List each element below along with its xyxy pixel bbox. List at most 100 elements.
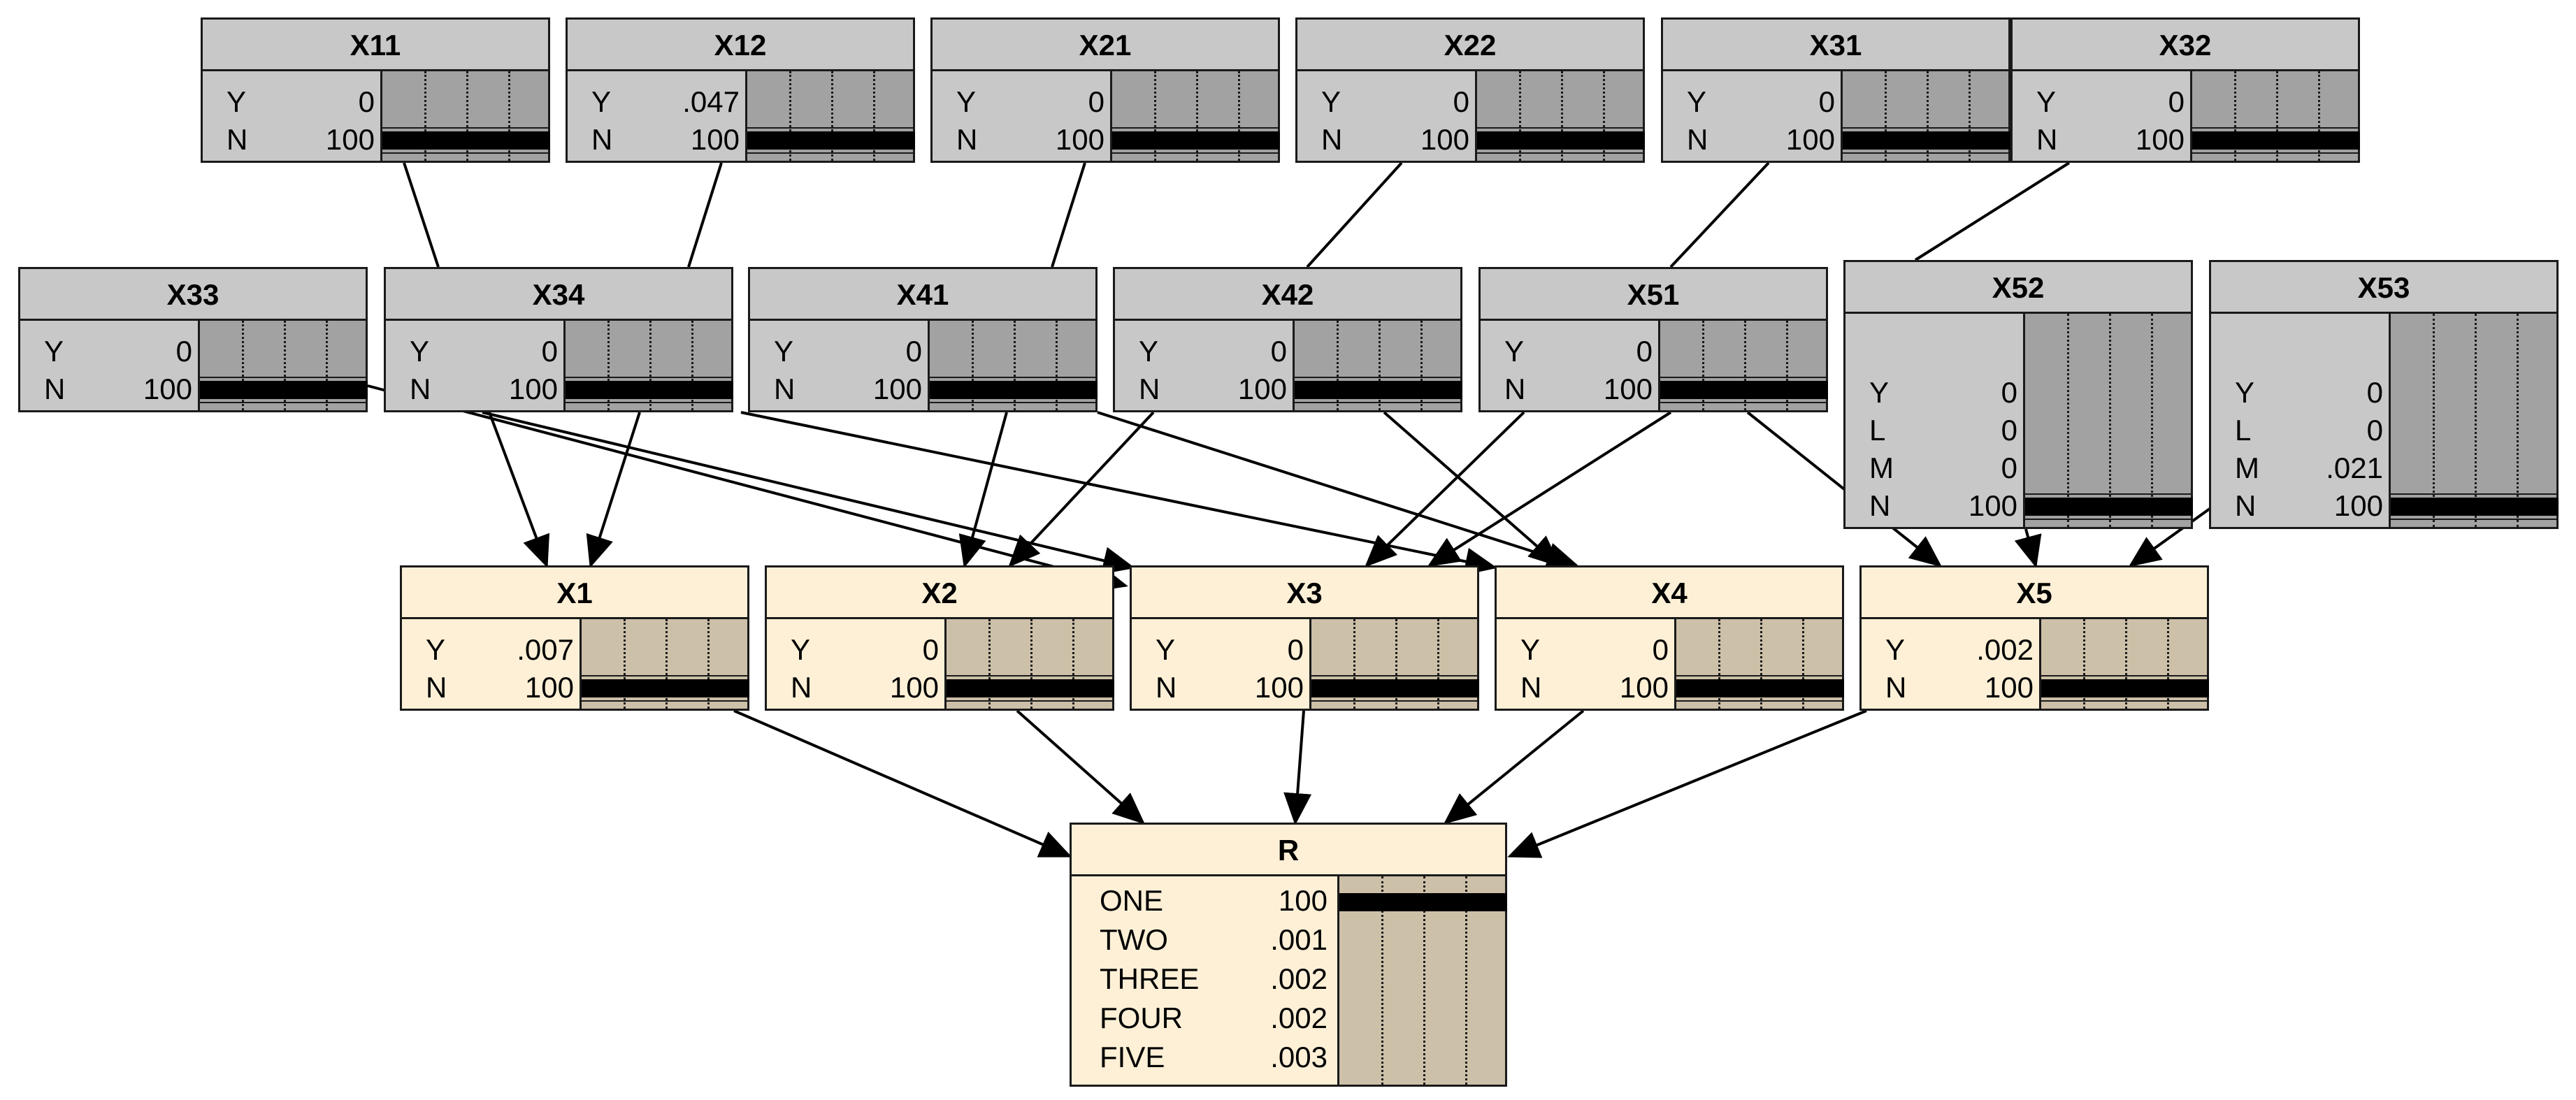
belief-bars bbox=[2039, 619, 2209, 709]
belief-bar-frame bbox=[1311, 675, 1477, 702]
state-label: Y bbox=[2036, 85, 2057, 118]
belief-bars bbox=[563, 321, 733, 410]
belief-bars bbox=[2190, 71, 2360, 161]
state-value: 100 bbox=[1254, 671, 1304, 704]
grid-tick bbox=[2517, 314, 2519, 527]
edge-arrow bbox=[482, 411, 1135, 574]
state-label: N bbox=[1869, 489, 1891, 522]
state-label: Y bbox=[2235, 376, 2255, 409]
grid-tick bbox=[1760, 619, 1762, 709]
state-label: FIVE bbox=[1100, 1041, 1165, 1073]
state-label: Y bbox=[226, 85, 247, 118]
state-value: 100 bbox=[889, 671, 939, 704]
node-title: X41 bbox=[750, 269, 1095, 321]
state-label: Y bbox=[1687, 85, 1707, 118]
grid-tick bbox=[1603, 71, 1605, 161]
state-label: Y bbox=[1885, 633, 1906, 666]
grid-tick bbox=[2125, 619, 2127, 709]
belief-bars bbox=[1841, 71, 2010, 161]
state-label: ONE bbox=[1100, 884, 1164, 917]
state-value: 0 bbox=[1636, 335, 1653, 368]
belief-bar bbox=[2192, 131, 2360, 150]
state-value: .002 bbox=[1270, 1001, 1327, 1034]
edge-arrow bbox=[367, 384, 1128, 592]
grid-tick bbox=[1238, 71, 1240, 161]
state-value: 100 bbox=[524, 671, 574, 704]
state-label: TWO bbox=[1100, 923, 1168, 956]
grid-tick bbox=[284, 321, 286, 410]
grid-tick bbox=[831, 71, 833, 161]
node-title: X42 bbox=[1115, 269, 1460, 321]
grid-tick bbox=[1395, 619, 1397, 709]
state-value: 0 bbox=[2366, 376, 2383, 409]
state-label: Y bbox=[1139, 335, 1159, 368]
belief-bar-frame bbox=[1843, 127, 2008, 154]
grid-tick bbox=[1030, 619, 1032, 709]
state-label: N bbox=[410, 372, 431, 405]
grid-tick bbox=[2318, 71, 2320, 161]
grid-tick bbox=[1154, 71, 1156, 161]
belief-bar-frame bbox=[2025, 493, 2191, 520]
node-title: X12 bbox=[568, 20, 913, 71]
state-row: N 100 bbox=[2211, 487, 2393, 525]
state-value: 0 bbox=[2001, 451, 2017, 484]
node-title: X51 bbox=[1481, 269, 1826, 321]
belief-bar bbox=[200, 381, 368, 399]
belief-bars bbox=[1658, 321, 1828, 410]
edge-line bbox=[1914, 161, 2071, 261]
state-label: N bbox=[1687, 123, 1708, 156]
grid-tick bbox=[1969, 71, 1971, 161]
state-label: Y bbox=[591, 85, 612, 118]
state-label: N bbox=[1139, 372, 1160, 405]
state-row: Y.007 bbox=[402, 631, 584, 669]
state-value: 100 bbox=[325, 123, 375, 156]
belief-bar bbox=[1339, 893, 1507, 911]
belief-bar bbox=[1660, 381, 1828, 399]
edge-arrow bbox=[488, 412, 550, 568]
grid-tick bbox=[1381, 876, 1383, 1085]
state-value: 100 bbox=[1237, 372, 1287, 405]
state-label: Y bbox=[1321, 85, 1341, 118]
edge-arrow bbox=[1365, 411, 1525, 567]
grid-tick bbox=[707, 619, 710, 709]
state-label: N bbox=[2235, 489, 2257, 522]
edge-arrow bbox=[958, 412, 1008, 568]
state-value: 0 bbox=[1270, 335, 1287, 368]
state-label: Y bbox=[410, 335, 430, 368]
node-title: X21 bbox=[933, 20, 1278, 71]
state-value: 0 bbox=[922, 633, 939, 666]
grid-tick bbox=[1379, 321, 1381, 410]
state-label: L bbox=[1869, 414, 1886, 447]
state-value: 100 bbox=[2333, 489, 2383, 522]
edge-arrow bbox=[1443, 709, 1585, 825]
state-label: N bbox=[426, 671, 447, 704]
state-value: .002 bbox=[1270, 962, 1327, 995]
state-label: Y bbox=[791, 633, 811, 666]
state-label: N bbox=[791, 671, 812, 704]
